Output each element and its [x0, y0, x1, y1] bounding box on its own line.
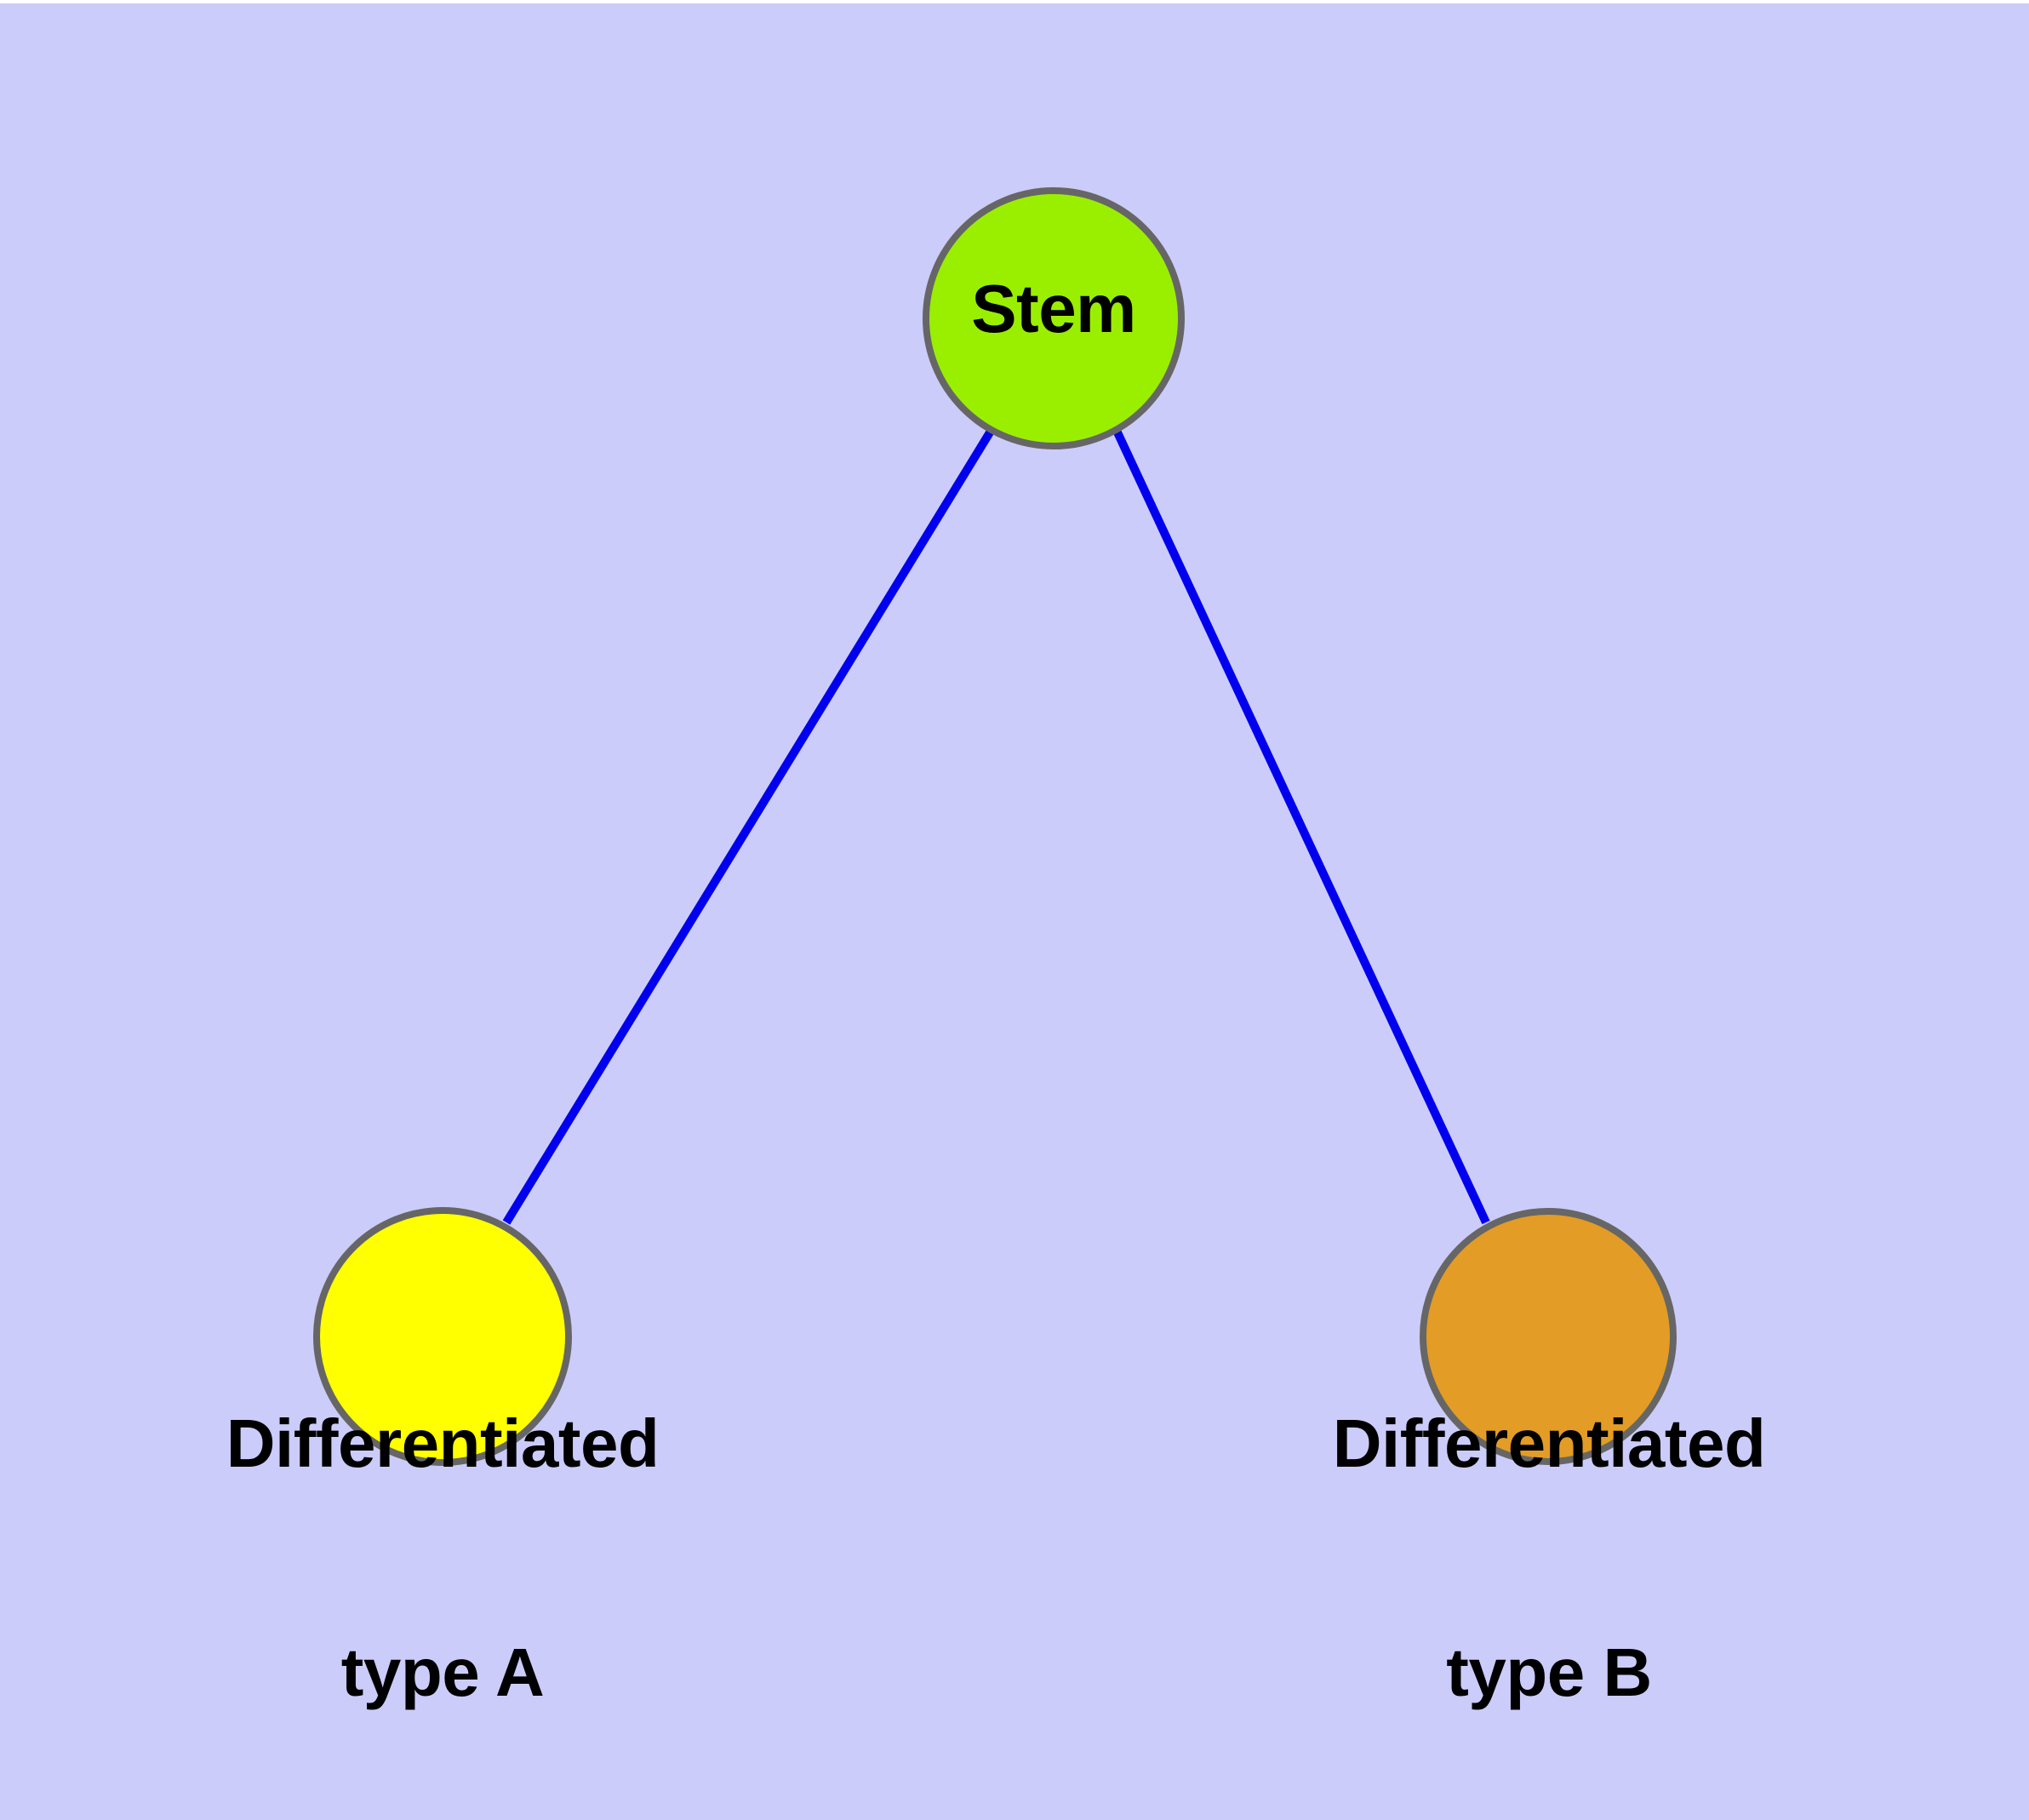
- edge-stem-to-diff-b: [1113, 430, 1490, 1225]
- node-stem[interactable]: [923, 187, 1185, 449]
- canvas-top-border: [0, 0, 2029, 3]
- edge-stem-to-diff-a: [502, 430, 994, 1225]
- node-differentiated-type-b[interactable]: [1420, 1208, 1677, 1465]
- node-differentiated-type-a[interactable]: [313, 1207, 572, 1466]
